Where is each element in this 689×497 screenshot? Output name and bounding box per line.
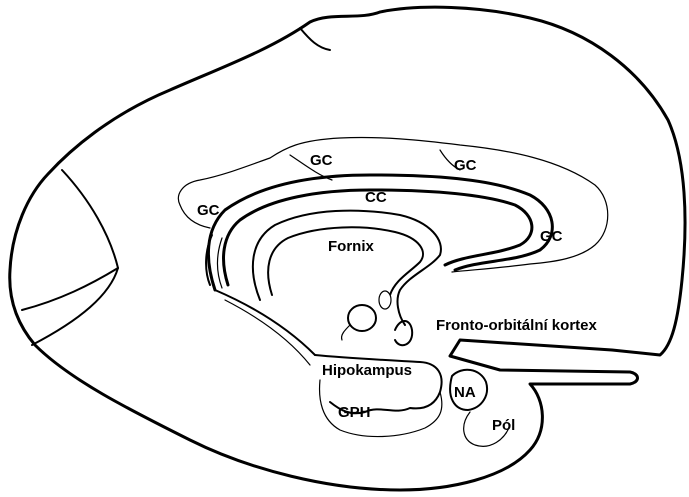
occipital-sulcus-upper xyxy=(62,170,118,268)
central-notch xyxy=(300,28,330,50)
septum-stalk xyxy=(342,325,350,340)
hippocampal-tail-1 xyxy=(215,290,315,355)
label-gph: GPH xyxy=(338,404,371,421)
fornix-column-bulb xyxy=(348,305,376,331)
label-hippocampus: Hipokampus xyxy=(322,362,412,379)
label-gc-top-right: GC xyxy=(454,157,477,174)
label-fornix: Fornix xyxy=(328,238,374,255)
hippocampal-tail-2 xyxy=(225,300,310,365)
label-fronto-orbital-cortex: Fronto-orbitální kortex xyxy=(436,317,597,334)
label-na: NA xyxy=(454,384,476,401)
occipital-sulcus-middle xyxy=(22,268,118,310)
label-gc-right: GC xyxy=(540,228,563,245)
label-cc: CC xyxy=(365,189,387,206)
label-gc-left: GC xyxy=(197,202,220,219)
splenium-band-2 xyxy=(218,238,223,288)
anterior-commissure xyxy=(379,291,391,309)
occipital-sulcus-lower xyxy=(32,268,118,345)
label-gc-top-left: GC xyxy=(310,152,333,169)
label-temporal-pole: Pól xyxy=(492,417,515,434)
